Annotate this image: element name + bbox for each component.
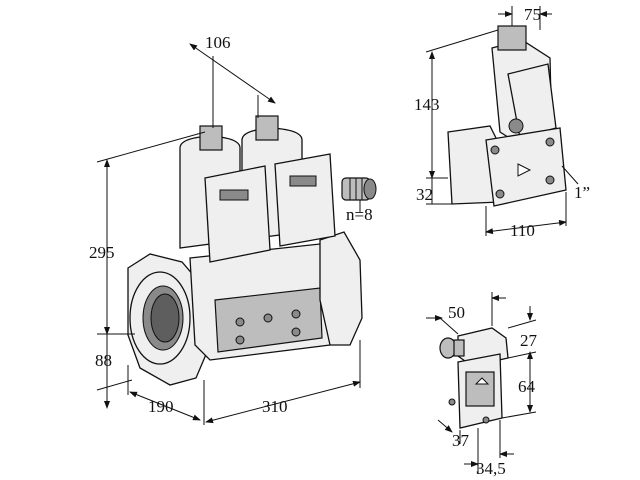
dim-module-width: 50 [448,303,465,322]
coil-nut-left [199,125,223,151]
connector-cap [289,175,317,187]
screw-callout: n=8 [346,205,373,224]
plate-screw [291,327,301,337]
dim-compact-width: 110 [510,221,535,240]
base-screw [545,137,555,147]
connector-cap [219,189,249,201]
dim-height: 295 [89,243,115,262]
right-flange [319,231,363,346]
plate-screw [263,313,273,323]
coil-nut-right [255,115,279,141]
dim-module-base-width: 34,5 [476,459,506,478]
plate-screw [291,309,301,319]
thread-callout: 1” [574,183,590,202]
module-gland-nut [453,339,465,357]
dim-depth: 190 [148,397,174,416]
module-screw [482,416,490,424]
dim-compact-height: 143 [414,95,440,114]
base-screw [545,175,555,185]
plate-screw [235,335,245,345]
cable-gland [341,177,377,201]
plate-screw [235,317,245,327]
flow-arrow [517,163,532,177]
connector-box-left [204,165,271,263]
inlet-bore-inner [150,293,180,343]
actuator-screw [508,118,524,134]
module-window [465,371,495,407]
dim-compact-base-height: 32 [416,185,433,204]
compact-valve-drawing: 75 143 32 110 1” [414,5,590,240]
base-block-right [485,127,567,207]
main-valve-drawing: 106 295 88 190 310 n=8 [89,33,377,425]
base-screw [495,189,505,199]
module-screw [448,398,456,406]
dim-top-width: 106 [205,33,231,52]
connector-box-right [274,153,336,247]
dim-module-top-height: 27 [520,331,538,350]
module-arrow [474,377,490,385]
dim-module-height: 64 [518,377,536,396]
dim-axis-height: 88 [95,351,112,370]
dim-compact-top-width: 75 [524,5,541,24]
sensor-module-drawing: 50 27 64 37 34,5 [426,292,538,478]
dim-module-depth: 37 [452,431,470,450]
actuator-nut [497,25,527,51]
base-screw [490,145,500,155]
dim-length: 310 [262,397,288,416]
